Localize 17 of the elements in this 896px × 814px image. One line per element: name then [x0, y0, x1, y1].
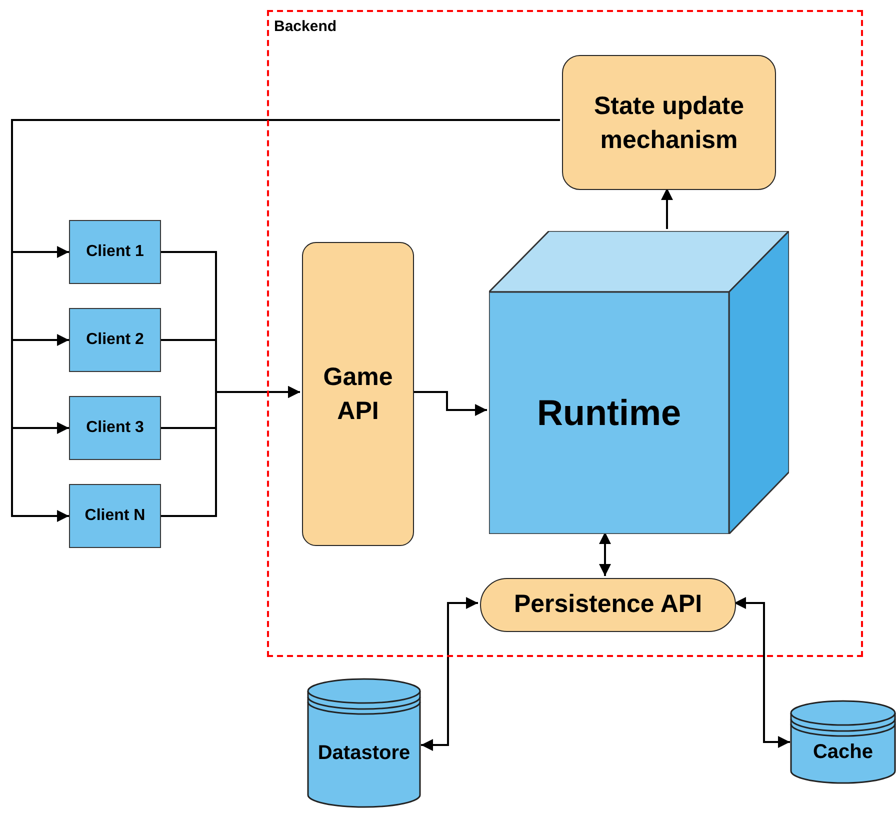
client-box: Client N [69, 484, 161, 548]
database-cylinder: Cache [790, 700, 896, 784]
process-box: State update mechanism [562, 55, 776, 190]
connector-arrow [161, 386, 300, 517]
connector-arrow [421, 597, 478, 751]
group-title: Backend [274, 17, 337, 37]
client-box: Client 3 [69, 396, 161, 460]
client-box: Client 1 [69, 220, 161, 284]
api-pill: Persistence API [480, 578, 736, 632]
connector-arrow [412, 391, 487, 416]
connector-arrow [734, 597, 790, 748]
database-cylinder: Datastore [307, 678, 421, 808]
client-box: Client 2 [69, 308, 161, 372]
api-box: Game API [302, 242, 414, 546]
backend-boundary [267, 10, 863, 657]
connector-arrow [661, 188, 673, 229]
connector-arrow [11, 119, 560, 522]
